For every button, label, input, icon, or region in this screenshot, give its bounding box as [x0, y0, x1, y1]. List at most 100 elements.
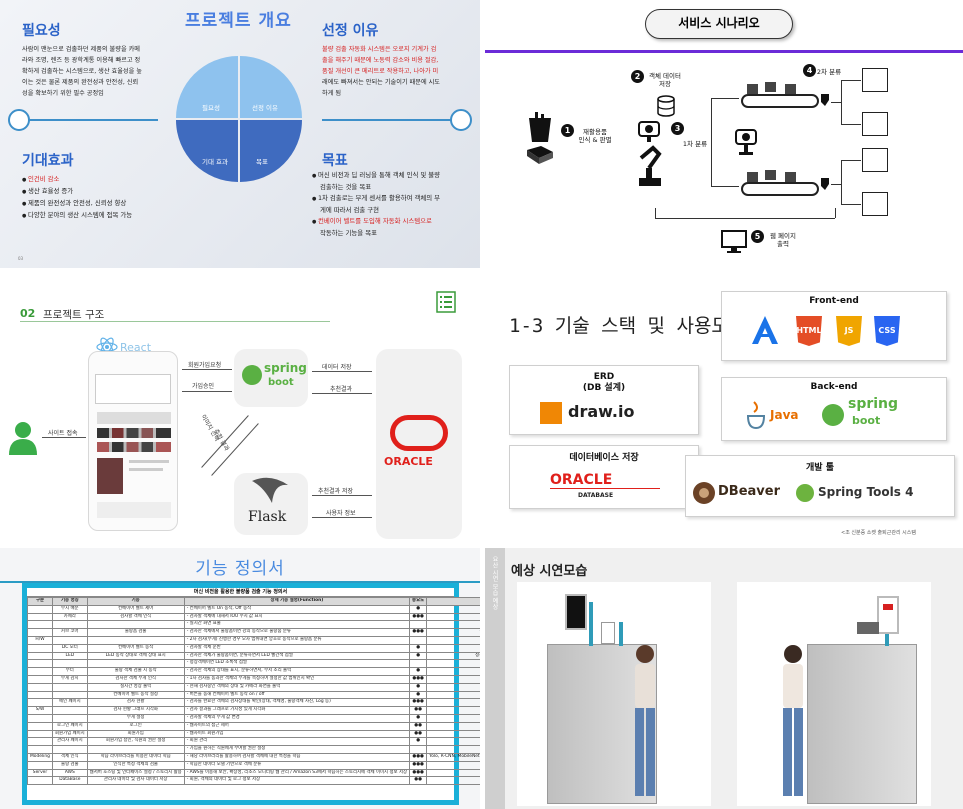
table-cell: 정상(초록), 불량(빨강) — [426, 651, 480, 661]
table-cell: ● — [409, 643, 428, 653]
table-cell: - AWS를 이용해 보안, 확장성, 리소스 모니터링 웹 관리 / Amaz… — [183, 768, 411, 778]
kiosk-screen — [877, 596, 899, 634]
quadrant-effect: 기대 효과 — [176, 120, 238, 182]
box — [747, 172, 758, 182]
drawio-label: draw.io — [568, 402, 635, 421]
need-line: 확하게 검출하는 시스템으로, 생산 효율성을 높 — [22, 68, 142, 75]
table-cell: ● — [409, 604, 428, 614]
section-number: 02 — [20, 307, 36, 320]
table-cell: 무시 배분 — [51, 604, 88, 614]
table-cell — [426, 721, 480, 731]
table-cell: - 검사한 객체에서 불량품이면 강의 동작으로 불량품 분류 — [183, 628, 411, 637]
table-cell: - 가입을 원하는 직원에게 부여할 권한 설정 — [183, 745, 411, 754]
branch-line — [841, 160, 861, 161]
table-cell — [86, 745, 185, 754]
table-cell — [409, 620, 428, 630]
table-cell — [51, 706, 88, 715]
goal-item: 머신 비전과 딥 러닝을 통해 객체 인식 및 불량 — [312, 170, 440, 182]
table-cell: ●● — [409, 776, 428, 786]
table-cell: - 검사 결과를 그래프로 가시성 있게 시각화 — [183, 706, 411, 715]
user-icon — [9, 422, 37, 455]
table-cell: 컨베이어 벨트 제어 — [86, 604, 185, 614]
spec-slide: 기능 정의서 머신 비전을 활용한 불량품 검출 기능 정의서 구분 기능 명칭… — [0, 548, 480, 809]
spring-label: spring — [264, 361, 307, 375]
table-cell — [27, 612, 53, 622]
mock-form — [95, 374, 171, 404]
table-cell: H/W — [27, 635, 53, 645]
effect-item: 다양한 분야의 생산 시스템에 접목 가능 — [22, 210, 132, 222]
table-cell: - 정상객체이면 LED 초록색 점멸 — [183, 659, 411, 669]
erd-card: ERD (DB 설계) draw.io — [509, 365, 699, 435]
db-card: 데이터베이스 저장 ORACLE DATABASE — [509, 445, 699, 509]
reason-line: 불량 검출 자동화 시스템은 오로지 기계가 검 — [322, 46, 437, 53]
table-cell — [27, 682, 53, 692]
step-3-badge: 3 — [671, 122, 684, 135]
oracle-sub: DATABASE — [578, 492, 614, 499]
table-cell — [409, 745, 428, 754]
table-cell — [27, 729, 53, 739]
table-cell — [51, 682, 88, 692]
table-cell — [426, 729, 480, 739]
table-cell: - 검사한 객체가 불량품이면, 분류하면서 LED 빨간색 점멸 — [183, 651, 411, 661]
title-rule — [20, 321, 330, 322]
kiosk-pillar — [807, 644, 917, 804]
table-cell — [426, 635, 480, 645]
need-line: 사람이 맨눈으로 검출하던 제품의 불량을 카메 — [22, 46, 140, 53]
step-3-label: 1차 분류 — [682, 140, 708, 148]
tools-heading: 개발 툴 — [806, 463, 834, 473]
backend-card: Back-end Java spring boot — [721, 377, 947, 441]
table-cell: 무터 — [51, 667, 88, 676]
arrow — [312, 393, 372, 394]
html5-badge: HTML — [796, 316, 822, 346]
css3-badge: CSS — [874, 316, 900, 346]
table-cell: ●●● — [409, 752, 428, 762]
dbeaver-icon — [693, 482, 715, 504]
camera-robot-arm-icon — [638, 121, 662, 186]
table-cell: DC 모터 — [51, 643, 88, 653]
table-cell — [51, 713, 88, 723]
backend-heading: Back-end — [810, 382, 858, 392]
table-cell — [426, 659, 480, 669]
table-cell — [409, 635, 428, 645]
branch-line — [841, 160, 842, 204]
spring-power-icon — [822, 404, 844, 426]
table-cell — [27, 690, 53, 700]
table-cell: - 회원 관리 — [183, 737, 411, 747]
table-cell: Amazon S3 — [426, 768, 480, 778]
quadrant-circle: 필요성 선정 이유 기대 효과 목표 — [176, 56, 302, 182]
table-cell — [409, 659, 428, 669]
oracle-node: ORACLE — [376, 349, 462, 539]
table-cell: - 회원, 객체의 데이터 및 로그 정보 저장 — [183, 776, 411, 786]
table-cell: - 검사할 객체의 무게 값 변경 — [183, 713, 411, 723]
step-5-badge: 5 — [751, 230, 764, 243]
stack-slide: 1-3 기술 스택 및 사용도구 Front-end HTML JS CSS B… — [485, 273, 963, 543]
table-cell: - 버튼을 통해 컨베이어 벨트 동작 on / off — [183, 690, 411, 700]
table-cell: ●● — [409, 729, 428, 739]
monitor-icon — [721, 230, 747, 253]
table-cell: ●●● — [409, 760, 428, 770]
arrow — [312, 517, 372, 518]
table-cell: MYSQL — [426, 776, 480, 786]
structure-slide: 02 프로젝트 구조 React — [0, 273, 480, 543]
spring-sub: boot — [268, 377, 294, 388]
table-cell: Start, Stop — [426, 604, 480, 614]
web-mockup — [88, 351, 178, 531]
quadrant-reason: 선정 이유 — [240, 56, 302, 118]
step-1-badge: 1 — [561, 124, 574, 137]
table-cell — [27, 760, 53, 770]
sorter-arm-icon — [821, 94, 829, 106]
goal-item: 1차 검출로는 무게 센서를 활용하여 객체의 무 — [312, 193, 440, 205]
kiosk-screen — [565, 594, 587, 630]
col-header: 중요도 — [409, 597, 428, 606]
table-cell — [27, 604, 53, 614]
table-cell: 검사 현황 그래프 시각화 — [86, 706, 185, 715]
flask-node: Flask — [234, 473, 308, 535]
conveyor-bottom — [741, 182, 819, 196]
left-connector — [28, 119, 158, 121]
table-row: 컨베이어 벨트 동작 설정- 버튼을 통해 컨베이어 벨트 동작 on / of… — [27, 690, 480, 700]
